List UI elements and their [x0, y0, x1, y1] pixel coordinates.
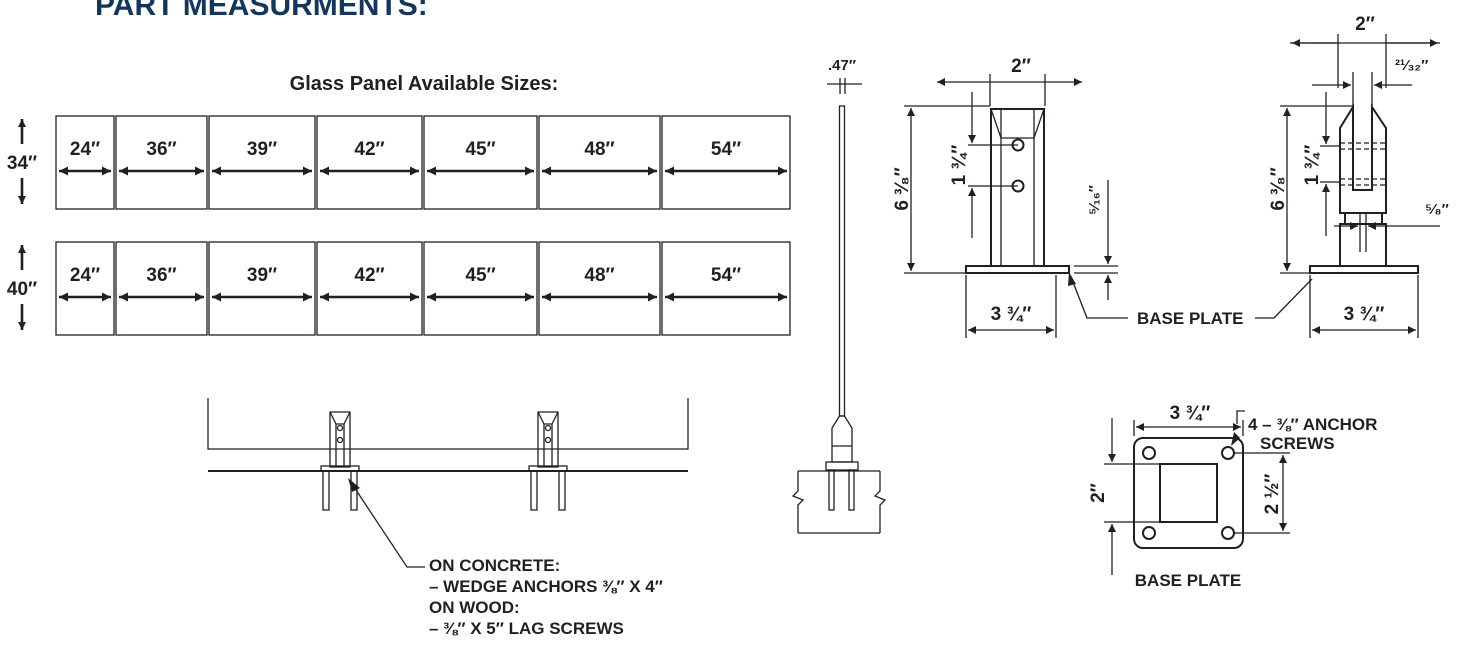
panel-outline — [115, 115, 208, 210]
elevation-post-2 — [528, 411, 568, 511]
panel-outline — [316, 241, 423, 336]
panel-width-label: 48″ — [584, 139, 614, 160]
panel-width-label: 24″ — [70, 139, 100, 160]
panel-width-label: 54″ — [711, 265, 741, 286]
base-plate-top-label: BASE PLATE — [1135, 571, 1241, 590]
panel-outline — [538, 115, 661, 210]
front-view: 2″ 6 ³⁄₈″ 1 ¾″ ⁵⁄₁₆″ 3 ¾″ BASE PLATE — [892, 56, 1243, 338]
front-base-width-label: 3 ¾″ — [991, 304, 1032, 325]
page-heading: PART MEASURMENTS: — [95, 0, 428, 22]
elevation-post-1 — [320, 411, 360, 511]
panel-outline — [661, 241, 791, 336]
front-hole-spacing-label: 1 ¾″ — [949, 145, 970, 186]
panel-outline — [208, 115, 316, 210]
panel-2-5: 45″ — [423, 241, 538, 336]
side-height-label: 6 ³⁄₈″ — [1268, 167, 1289, 210]
panel-2-7: 54″ — [661, 241, 791, 336]
front-base-plate-label: BASE PLATE — [1137, 309, 1243, 328]
panel-width-label: 24″ — [70, 265, 100, 286]
panel-2-6: 48″ — [538, 241, 661, 336]
panel-2-1: 24″ — [55, 241, 115, 336]
install-note-line-2: – WEDGE ANCHORS ⅜″ X 4″ — [429, 577, 663, 596]
panel-width-label: 45″ — [465, 139, 495, 160]
panel-width-label: 42″ — [354, 139, 384, 160]
panel-2-4: 42″ — [316, 241, 423, 336]
side-top-width-label: 2″ — [1355, 14, 1375, 35]
panel-width-label: 54″ — [711, 139, 741, 160]
panel-outline — [538, 241, 661, 336]
panel-width-label: 39″ — [247, 139, 277, 160]
panel-outline — [208, 241, 316, 336]
anchor-screws-note-1: 4 – ⅜″ ANCHOR — [1248, 415, 1377, 434]
panel-1-6: 48″ — [538, 115, 661, 210]
side-base-width-label: 3 ¾″ — [1344, 304, 1385, 325]
panel-1-5: 45″ — [423, 115, 538, 210]
panel-width-label: 39″ — [247, 265, 277, 286]
panel-height-dimensions: 34″ 40″ — [7, 119, 37, 330]
side-view: 2″ ²¹⁄₃₂″ 6 ³⁄₈″ 1 ¾″ ⁵⁄₈″ 3 ¾″ — [1255, 14, 1449, 338]
install-note-line-3: ON WOOD: — [429, 598, 520, 617]
panel-sizes-title: Glass Panel Available Sizes: — [290, 73, 559, 95]
install-note: ON CONCRETE: – WEDGE ANCHORS ⅜″ X 4″ ON … — [429, 556, 663, 638]
side-slot-width-label: ²¹⁄₃₂″ — [1395, 57, 1428, 74]
plate-hole-spacing-label: 2 ½″ — [1262, 474, 1283, 515]
glass-thickness-label: .47″ — [828, 57, 856, 74]
panel-1-3: 39″ — [208, 115, 316, 210]
panel-1-1: 24″ — [55, 115, 115, 210]
panel-outline — [423, 241, 538, 336]
panel-2-2: 36″ — [115, 241, 208, 336]
side-section-view: .47″ — [791, 57, 887, 534]
panel-width-label: 42″ — [354, 265, 384, 286]
panel-outline — [115, 241, 208, 336]
panel-outline — [55, 241, 115, 336]
panel-1-2: 36″ — [115, 115, 208, 210]
plate-depth-label: 2″ — [1088, 483, 1109, 503]
panel-width-label: 45″ — [465, 265, 495, 286]
panel-outline — [661, 115, 791, 210]
panel-row-2: 24″ 36″ 39″ 42″ 45″ 48″ 54″ — [55, 241, 791, 336]
side-glass-gap-label: ⁵⁄₈″ — [1425, 201, 1449, 218]
front-top-width-label: 2″ — [1011, 56, 1031, 77]
install-note-line-4: – ⅜″ X 5″ LAG SCREWS — [429, 619, 624, 638]
panel-2-3: 39″ — [208, 241, 316, 336]
panel-outline — [55, 115, 115, 210]
elevation-view — [207, 398, 689, 568]
panel-height-label: 34″ — [7, 153, 37, 174]
base-plate-top-view: 3 ¾″ 2″ 2 ½″ 4 – ⅜″ ANCHOR SCREWS BASE P… — [1088, 403, 1377, 590]
panel-size-grid: 24″ 36″ 39″ 42″ 45″ 48″ 54″ 24″ 36″ 39″ 42″ 45″ 48″ 5… — [55, 115, 791, 336]
front-height-label: 6 ³⁄₈″ — [892, 167, 913, 210]
side-hole-spacing-label: 1 ¾″ — [1302, 145, 1323, 186]
panel-height-label: 40″ — [7, 279, 37, 300]
panel-width-label: 36″ — [146, 139, 176, 160]
anchor-screws-note-2: SCREWS — [1260, 434, 1335, 453]
install-note-line-1: ON CONCRETE: — [429, 556, 560, 575]
panel-width-label: 36″ — [146, 265, 176, 286]
panel-1-7: 54″ — [661, 115, 791, 210]
panel-row-1: 24″ 36″ 39″ 42″ 45″ 48″ 54″ — [55, 115, 791, 210]
panel-width-label: 48″ — [584, 265, 614, 286]
plate-width-label: 3 ¾″ — [1170, 403, 1211, 424]
panel-1-4: 42″ — [316, 115, 423, 210]
panel-outline — [423, 115, 538, 210]
panel-outline — [316, 115, 423, 210]
front-plate-thickness-label: ⁵⁄₁₆″ — [1086, 185, 1103, 215]
